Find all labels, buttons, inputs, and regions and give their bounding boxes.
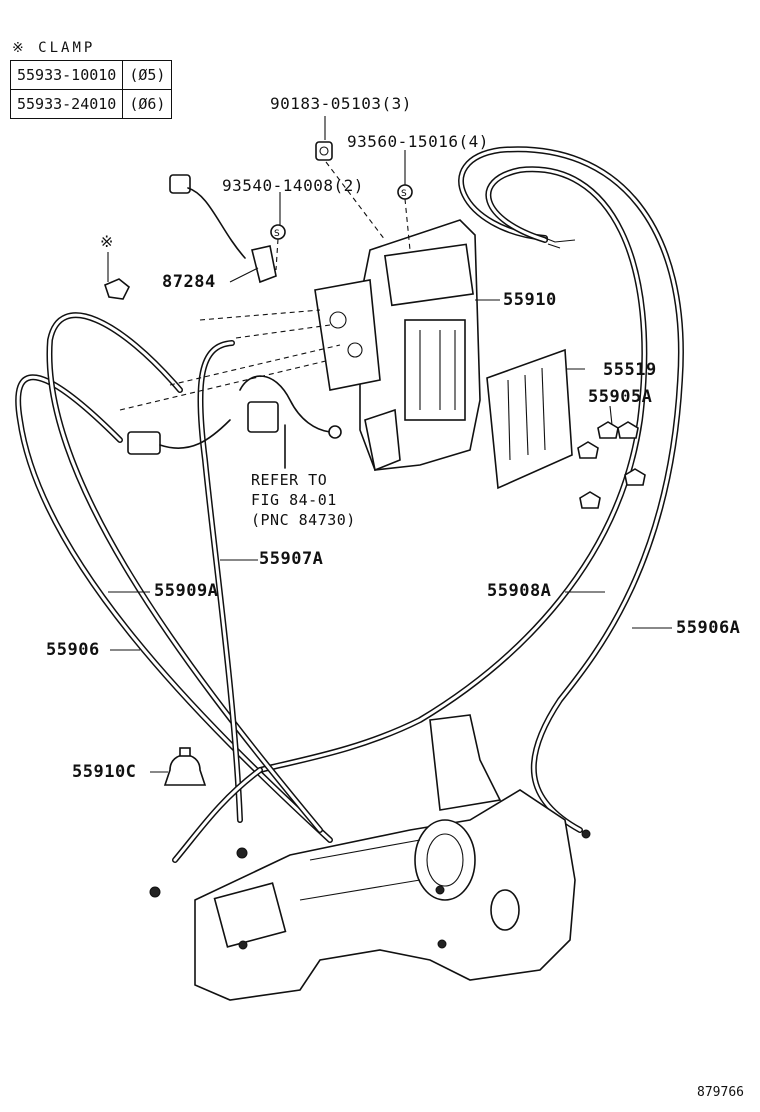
bracket-87284 [169, 174, 277, 284]
cable-55909A [46, 312, 323, 833]
label-cable-906: 55906 [46, 640, 100, 660]
clamp-part-number: 55933-24010 [9, 89, 124, 119]
clamp-part-number: 55933-10010 [9, 60, 124, 90]
clamp-row: 55933-24010 (Ø6) [9, 89, 173, 119]
clamp-title: ※ CLAMP [12, 40, 96, 56]
svg-text:S: S [401, 189, 407, 199]
cable-end-fittings [149, 237, 591, 898]
label-cable-907a: 55907A [259, 549, 324, 569]
cable-55908A [257, 166, 648, 773]
label-knob: 55905A [588, 387, 653, 407]
clamp-row: 55933-10010 (Ø5) [9, 60, 173, 90]
clamp-part [104, 278, 131, 300]
label-bracket: 87284 [162, 272, 216, 292]
clamp-table: 55933-10010 (Ø5) 55933-24010 (Ø6) [9, 60, 173, 119]
label-cable-908a: 55908A [487, 581, 552, 601]
label-washer-a: 93560-15016(4) [347, 132, 489, 151]
leader-lines [107, 116, 672, 773]
cover-55519 [486, 348, 573, 490]
label-refer-3: (PNC 84730) [251, 511, 356, 529]
label-cover: 55519 [603, 360, 657, 380]
switch-connector [127, 375, 342, 469]
clamp-size: (Ø6) [122, 89, 173, 119]
diagram-code: 879766 [697, 1085, 744, 1100]
knobs-55905A [577, 421, 646, 509]
label-grommet: 55910C [72, 762, 137, 782]
label-screw: 90183-05103(3) [270, 94, 412, 113]
control-unit-55910 [314, 219, 481, 472]
cable-55907A [197, 340, 243, 823]
label-control-unit: 55910 [503, 290, 557, 310]
label-cable-906a: 55906A [676, 618, 741, 638]
clamp-size: (Ø5) [122, 60, 173, 90]
grommet-55910C [163, 747, 207, 786]
label-washer-b: 93540-14008(2) [222, 176, 364, 195]
screw-and-washers: S S [270, 141, 413, 271]
cable-55906 [15, 374, 333, 843]
label-refer-2: FIG 84-01 [251, 491, 337, 509]
label-refer-1: REFER TO [251, 471, 328, 489]
dashed-guides [119, 309, 341, 411]
transmission [194, 714, 576, 1001]
cable-55909A-end [172, 767, 263, 863]
label-clamp-mark: ※ [100, 232, 114, 251]
svg-text:S: S [274, 229, 280, 239]
label-cable-909a: 55909A [154, 581, 219, 601]
cable-55906A [458, 146, 684, 833]
